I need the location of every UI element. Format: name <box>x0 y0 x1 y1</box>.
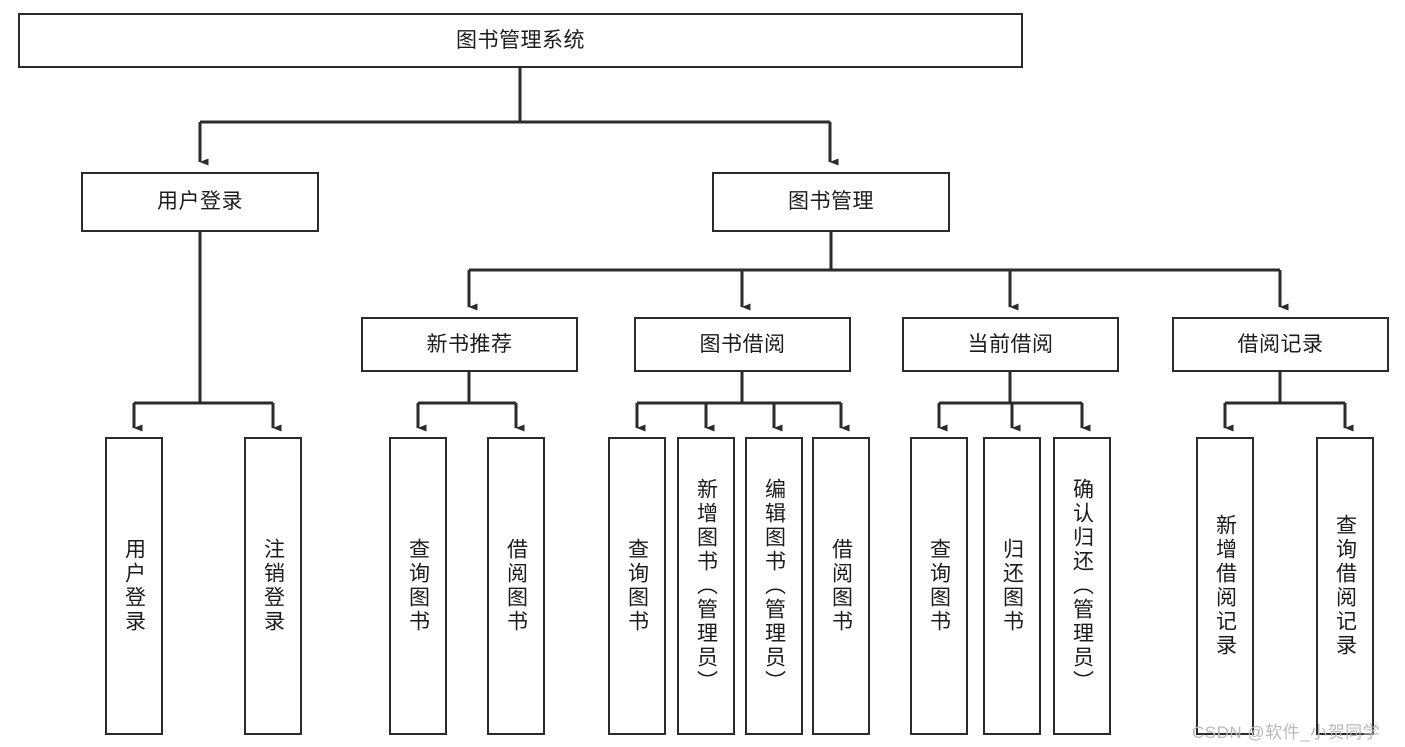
node-label: 当前借阅 <box>967 332 1054 356</box>
node-current-borrow[interactable]: 当前借阅 <box>902 317 1119 372</box>
node-borrow-record[interactable]: 借阅记录 <box>1172 317 1389 372</box>
node-label: 归还图书 <box>1000 538 1024 634</box>
node-label: 借阅图书 <box>504 538 528 634</box>
connector-root-to-level1 <box>198 68 839 166</box>
csdn-watermark: CSDN @软件_小贺同学 <box>1192 723 1381 742</box>
node-label: 编辑图书（管理员） <box>762 478 786 694</box>
node-leaf-query-book-borrow[interactable]: 查询图书 <box>608 437 666 735</box>
connector-booksys-to-level2 <box>467 232 1289 311</box>
node-label: 查询图书 <box>927 538 951 634</box>
node-label: 图书管理系统 <box>456 28 585 52</box>
node-leaf-add-borrow-record[interactable]: 新增借阅记录 <box>1196 437 1254 735</box>
node-label: 新书推荐 <box>426 332 513 356</box>
node-leaf-query-book-recommend[interactable]: 查询图书 <box>389 437 447 735</box>
node-leaf-user-login[interactable]: 用户登录 <box>105 437 163 735</box>
node-label: 新增借阅记录 <box>1213 514 1237 658</box>
node-new-book-recommend[interactable]: 新书推荐 <box>361 317 578 372</box>
node-label: 用户登录 <box>122 538 146 634</box>
node-label: 用户登录 <box>157 190 243 214</box>
node-label: 图书借阅 <box>699 332 786 356</box>
node-leaf-query-book-current[interactable]: 查询图书 <box>910 437 968 735</box>
node-leaf-return-book[interactable]: 归还图书 <box>983 437 1041 735</box>
node-label: 查询图书 <box>406 538 430 634</box>
node-label: 图书管理 <box>788 190 874 214</box>
node-label: 查询图书 <box>625 538 649 634</box>
node-book-borrow[interactable]: 图书借阅 <box>634 317 851 372</box>
connector-newbook-to-leaves <box>416 372 525 432</box>
node-label: 借阅记录 <box>1237 332 1324 356</box>
connector-userlogin-to-leaves <box>132 232 282 432</box>
node-leaf-confirm-return-admin[interactable]: 确认归还（管理员） <box>1053 437 1111 735</box>
node-label: 借阅图书 <box>829 538 853 634</box>
node-leaf-borrow-book[interactable]: 借阅图书 <box>812 437 870 735</box>
node-user-login[interactable]: 用户登录 <box>81 172 319 232</box>
connector-borrowrecord-to-leaves <box>1223 372 1354 432</box>
node-label: 注销登录 <box>261 538 285 634</box>
node-leaf-edit-book-admin[interactable]: 编辑图书（管理员） <box>745 437 803 735</box>
node-label: 新增图书（管理员） <box>694 478 718 694</box>
node-root-book-management-system[interactable]: 图书管理系统 <box>18 13 1023 68</box>
node-leaf-borrow-book-recommend[interactable]: 借阅图书 <box>487 437 545 735</box>
node-label: 确认归还（管理员） <box>1070 478 1094 694</box>
node-leaf-query-borrow-record[interactable]: 查询借阅记录 <box>1316 437 1374 735</box>
connector-currentborrow-to-leaves <box>937 372 1091 432</box>
node-book-management[interactable]: 图书管理 <box>712 172 950 232</box>
connector-bookborrow-to-leaves <box>635 372 850 432</box>
node-leaf-add-book-admin[interactable]: 新增图书（管理员） <box>677 437 735 735</box>
node-label: 查询借阅记录 <box>1333 514 1357 658</box>
node-leaf-user-logout[interactable]: 注销登录 <box>244 437 302 735</box>
